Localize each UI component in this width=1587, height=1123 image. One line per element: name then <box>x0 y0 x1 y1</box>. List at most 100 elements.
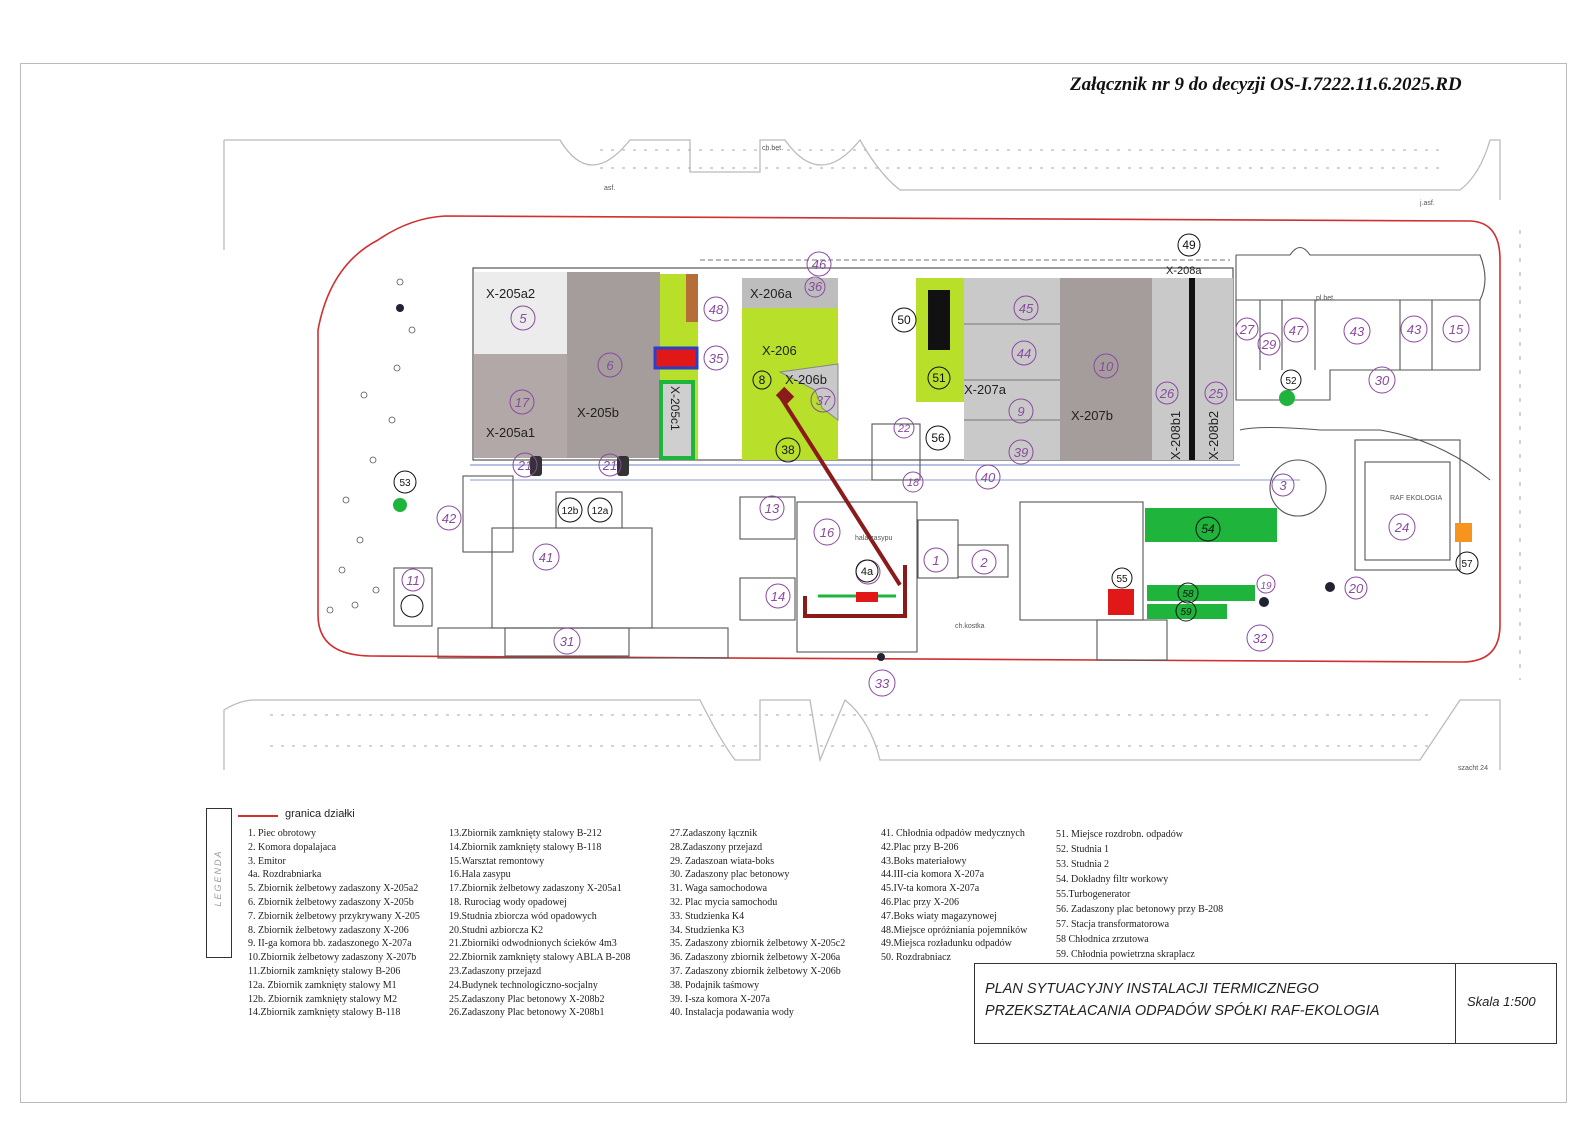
legend-item: 45.IV-ta komora X-207a <box>881 883 980 895</box>
marker-29: 29 <box>1261 337 1276 352</box>
legend-item: 4a. Rozdrabniarka <box>248 869 322 881</box>
legend-item: 20.Studni azbiorcza K2 <box>449 924 544 936</box>
marker-10: 10 <box>1099 359 1114 374</box>
legend-item: 51. Miejsce rozdrobn. odpadów <box>1056 829 1183 840</box>
legend-item: 12b. Zbiornik zamknięty stalowy M2 <box>248 993 398 1005</box>
x207a-area <box>964 278 1060 460</box>
marker-44: 44 <box>1017 346 1031 361</box>
legend-item: 10.Zbiornik żelbetowy zadaszony X-207b <box>248 952 417 964</box>
marker-9: 9 <box>1017 404 1024 419</box>
legend-item: 27.Zadaszony łącznik <box>670 828 758 839</box>
marker-5: 5 <box>519 311 527 326</box>
label-x208b1: X-208b1 <box>1168 411 1183 460</box>
legend-item: 1. Piec obrotowy <box>248 828 317 839</box>
marker-25: 25 <box>1208 386 1224 401</box>
marker-55: 55 <box>1116 574 1128 585</box>
marker-14: 14 <box>771 589 785 604</box>
label-x208a: X-208a <box>1166 265 1202 277</box>
transformer-57 <box>1455 523 1472 542</box>
marker-24: 24 <box>1394 520 1409 535</box>
well-53 <box>393 498 407 512</box>
marker-19: 19 <box>1260 581 1272 592</box>
legend-column-4: 41. Chłodnia odpadów medycznych 42.Plac … <box>881 827 1027 965</box>
marker-33: 33 <box>875 676 890 691</box>
marker-21a: 21 <box>517 458 532 473</box>
legend-item: 2. Komora dopalajaca <box>248 841 337 853</box>
legend-item: 57. Stacja transformatorowa <box>1056 919 1170 930</box>
marker-12b: 12b <box>562 506 579 517</box>
legend-item: 17.Zbiornik żelbetowy zadaszony X-205a1 <box>449 883 622 895</box>
legend-item: 14.Zbiornik zamknięty stalowy B-118 <box>248 1007 401 1019</box>
legend-item: 21.Zbiorniki odwodnionych ścieków 4m3 <box>449 938 617 950</box>
street-outlines <box>223 138 1521 770</box>
legend-item: 25.Zadaszony Plac betonowy X-208b2 <box>449 993 605 1005</box>
label-chbet: ch.bet. <box>762 145 783 152</box>
marker-27: 27 <box>1239 322 1255 337</box>
label-szacht: szacht 24 <box>1458 765 1488 772</box>
attachment-title: Załącznik nr 9 do decyzji OS-I.7222.11.6… <box>1070 74 1462 95</box>
marker-8: 8 <box>759 373 766 387</box>
legend-item: 34. Studzienka K3 <box>670 924 745 936</box>
marker-40: 40 <box>981 470 996 485</box>
marker-38: 38 <box>781 443 795 457</box>
legend-item: 54. Dokładny filtr workowy <box>1056 874 1169 885</box>
x206a-area <box>742 278 838 308</box>
label-asf: asf. <box>604 185 615 192</box>
legend-item: 26.Zadaszony Plac betonowy X-208b1 <box>449 1007 605 1019</box>
colored-features <box>393 304 1472 661</box>
marker-16: 16 <box>820 525 835 540</box>
marker-42: 42 <box>442 511 457 526</box>
title-block: PLAN SYTUACYJNY INSTALACJI TERMICZNEGO P… <box>974 963 1557 1044</box>
purple-number-markers: 5 6 17 48 35 46 36 37 45 44 9 39 40 10 2… <box>401 251 1470 697</box>
label-hala: hala zasypu <box>855 535 892 542</box>
marker-59: 59 <box>1180 607 1192 618</box>
red-blue-tank <box>653 346 699 370</box>
legend-item: 32. Plac mycia samochodu <box>670 896 778 908</box>
marker-57: 57 <box>1461 559 1473 570</box>
dot-marker <box>1325 582 1335 592</box>
main-building-block <box>470 259 1300 481</box>
legend-item: 50. Rozdrabniacz <box>881 952 951 964</box>
filter-54 <box>1145 508 1277 542</box>
marker-22: 22 <box>897 423 910 435</box>
legend-item: 9. II-ga komora bb. zadaszonego X-207a <box>248 938 412 950</box>
plan-title: PLAN SYTUACYJNY INSTALACJI TERMICZNEGO P… <box>985 978 1380 1022</box>
divider-208 <box>1189 278 1195 460</box>
marker-32: 32 <box>1253 631 1268 646</box>
marker-11: 11 <box>406 573 420 588</box>
x205b-area <box>567 272 660 458</box>
legend-column-1: 1. Piec obrotowy 2. Komora dopalajaca 3.… <box>248 827 420 1020</box>
legend-item: 44.III-cia komora X-207a <box>881 869 985 881</box>
boundary-legend-label: granica działki <box>285 808 355 820</box>
marker-17: 17 <box>515 395 530 410</box>
marker-35: 35 <box>709 351 724 366</box>
plot-boundary <box>317 215 1501 663</box>
legend-item: 11.Zbiornik zamknięty stalowy B-206 <box>248 965 401 977</box>
legend-item: 28.Zadaszony przejazd <box>670 841 763 853</box>
marker-53: 53 <box>399 478 411 489</box>
marker-56: 56 <box>931 431 945 445</box>
marker-46: 46 <box>812 257 827 272</box>
label-chkostka: ch.kostka <box>955 623 985 630</box>
legend-item: 33. Studzienka K4 <box>670 910 745 922</box>
legend-item: 24.Budynek technologiczno-socjalny <box>449 979 598 991</box>
dot-marker <box>1259 597 1269 607</box>
marker-43a: 43 <box>1350 324 1365 339</box>
legend-item: 41. Chłodnia odpadów medycznych <box>881 828 1025 839</box>
marker-50: 50 <box>897 313 911 327</box>
x208b1-area <box>1152 278 1192 460</box>
marker-18: 18 <box>907 477 920 489</box>
shredder-50 <box>928 290 950 350</box>
marker-26: 26 <box>1159 386 1175 401</box>
legend-item: 52. Studnia 1 <box>1056 844 1110 855</box>
label-raf: RAF EKOLOGIA <box>1390 495 1442 502</box>
marker-47: 47 <box>1289 323 1304 338</box>
label-x206b: X-206b <box>785 372 827 387</box>
conveyor-group <box>775 386 907 618</box>
legend-item: 14.Zbiornik zamknięty stalowy B-118 <box>449 841 602 853</box>
legend-item: 6. Zbiornik żelbetowy zadaszony X-205b <box>248 896 414 908</box>
legend-item: 36. Zadaszony zbiornik żelbetowy X-206a <box>670 952 841 964</box>
legend-item: 53. Studnia 2 <box>1056 859 1110 870</box>
legend-item: 29. Zadaszoan wiata-boks <box>670 855 775 867</box>
x205a1-area <box>474 354 567 458</box>
